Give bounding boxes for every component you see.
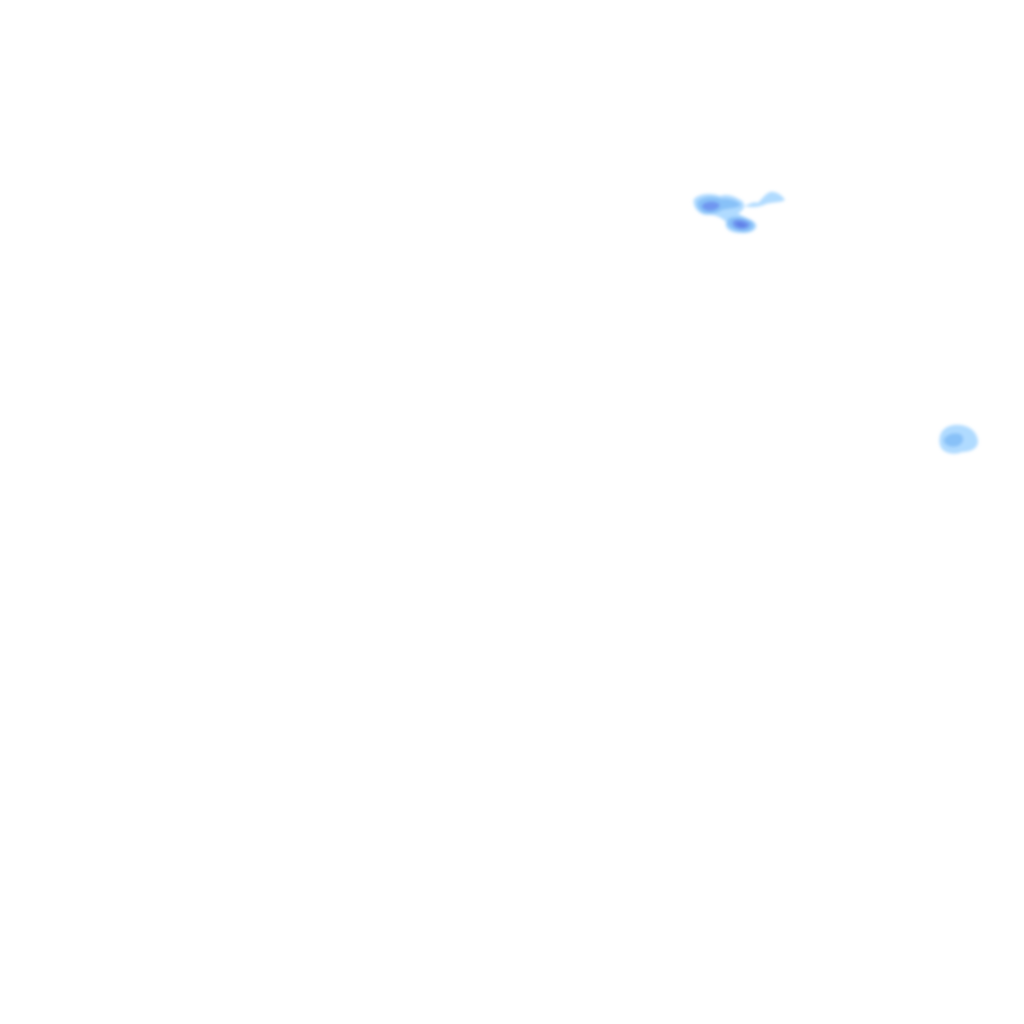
precip-echo-core [736, 221, 747, 228]
precip-echo-moderate [944, 433, 964, 447]
precip-echo-light-tail [744, 191, 785, 208]
precip-echo-heavy [702, 201, 720, 211]
precip-cell-east [939, 424, 978, 454]
precip-cluster-north [693, 191, 785, 234]
